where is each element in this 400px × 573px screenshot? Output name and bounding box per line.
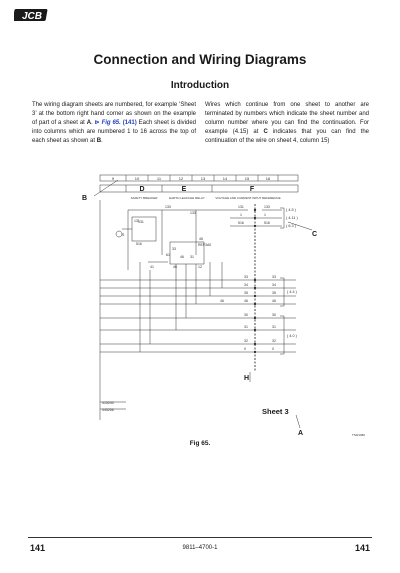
- svg-text:46: 46: [244, 299, 248, 303]
- svg-text:445256: 445256: [102, 408, 114, 412]
- wiring-diagram: 9 10 11 12 13 14 15 16 D E F SAFETY BREA…: [82, 174, 365, 437]
- figure-caption: Fig 65.: [189, 440, 211, 447]
- svg-text:31: 31: [244, 325, 248, 329]
- intro-paragraph-right: Wires which continue from one sheet to a…: [205, 102, 369, 144]
- svg-text:32: 32: [272, 339, 276, 343]
- svg-text:133: 133: [264, 205, 270, 209]
- svg-text:415240: 415240: [102, 401, 114, 405]
- sheet-label: Sheet 3: [262, 407, 289, 416]
- svg-text:33: 33: [172, 247, 176, 251]
- svg-text:30: 30: [272, 313, 276, 317]
- column-number: 12: [179, 176, 184, 181]
- svg-text:1: 1: [264, 213, 266, 217]
- svg-text:1: 1: [240, 213, 242, 217]
- column-number: 9: [112, 176, 115, 181]
- section-title: EARTH LEAKAGE RELAY: [169, 196, 204, 200]
- svg-text:131: 131: [134, 219, 140, 223]
- svg-text:0: 0: [272, 347, 274, 351]
- footer-divider: [28, 537, 372, 538]
- svg-text:S: S: [122, 233, 125, 237]
- sheet-reference: ( 6.3 ): [286, 224, 297, 228]
- svg-text:516: 516: [264, 221, 270, 225]
- jcb-logo: JCB: [14, 9, 48, 22]
- svg-text:0: 0: [244, 347, 246, 351]
- svg-text:41: 41: [150, 265, 154, 269]
- svg-text:46: 46: [199, 237, 203, 241]
- section-letter: D: [139, 186, 144, 193]
- column-number: 15: [245, 176, 250, 181]
- svg-text:516: 516: [136, 242, 142, 246]
- svg-text:35: 35: [244, 291, 248, 295]
- svg-text:35: 35: [272, 291, 276, 295]
- sheet-reference: ( 4.0 ): [287, 334, 298, 338]
- svg-text:46: 46: [220, 299, 224, 303]
- column-number: 16: [266, 176, 271, 181]
- section-title: SAFETY BREAKER: [131, 196, 159, 200]
- column-number: 13: [201, 176, 206, 181]
- svg-text:131: 131: [138, 220, 144, 224]
- page-number-left: 141: [30, 543, 46, 553]
- svg-text:31: 31: [272, 325, 276, 329]
- svg-text:30: 30: [244, 313, 248, 317]
- svg-text:131: 131: [238, 205, 244, 209]
- svg-text:516: 516: [238, 221, 244, 225]
- callout-c: C: [312, 231, 317, 238]
- section-subtitle: Introduction: [170, 80, 230, 91]
- svg-text:46: 46: [272, 299, 276, 303]
- column-number: 10: [135, 176, 140, 181]
- svg-text:34: 34: [272, 283, 276, 287]
- document-code: 9811–4700-1: [182, 545, 218, 551]
- column-number: 11: [157, 176, 162, 181]
- sheet-reference: ( 4.11 ): [286, 216, 298, 220]
- svg-text:REF3A0: REF3A0: [198, 243, 211, 247]
- svg-text:12: 12: [198, 265, 202, 269]
- callout-h: H: [244, 375, 249, 382]
- column-number: 14: [223, 176, 228, 181]
- page-number-right: 141: [354, 543, 370, 553]
- svg-text:46: 46: [173, 265, 177, 269]
- link-arrow-icon: ⊳: [94, 120, 100, 126]
- svg-text:33: 33: [244, 275, 248, 279]
- svg-text:133: 133: [165, 205, 171, 209]
- callout-b: B: [82, 195, 87, 202]
- svg-text:33: 33: [272, 275, 276, 279]
- svg-text:61: 61: [166, 253, 170, 257]
- callout-a: A: [298, 430, 303, 437]
- intro-paragraph-left: The wiring diagram sheets are numbered, …: [32, 102, 196, 144]
- figure-link[interactable]: ⊳ Fig 65. (141): [94, 120, 137, 126]
- svg-text:JCB: JCB: [22, 11, 42, 22]
- svg-text:133: 133: [190, 211, 196, 215]
- page-title: Connection and Wiring Diagrams: [93, 52, 307, 67]
- drawing-code: TS9/1080: [352, 433, 365, 437]
- section-title: VOLTAGE AND CURRENT INPUT REFERENCE: [215, 196, 280, 200]
- svg-text:31: 31: [190, 255, 194, 259]
- svg-text:46: 46: [180, 255, 184, 259]
- section-letter: F: [250, 186, 255, 193]
- svg-text:32: 32: [244, 339, 248, 343]
- section-letter: E: [182, 186, 187, 193]
- svg-text:34: 34: [244, 283, 248, 287]
- sheet-reference: ( 4.5 ): [286, 208, 297, 212]
- sheet-reference: ( 4.4 ): [287, 290, 298, 294]
